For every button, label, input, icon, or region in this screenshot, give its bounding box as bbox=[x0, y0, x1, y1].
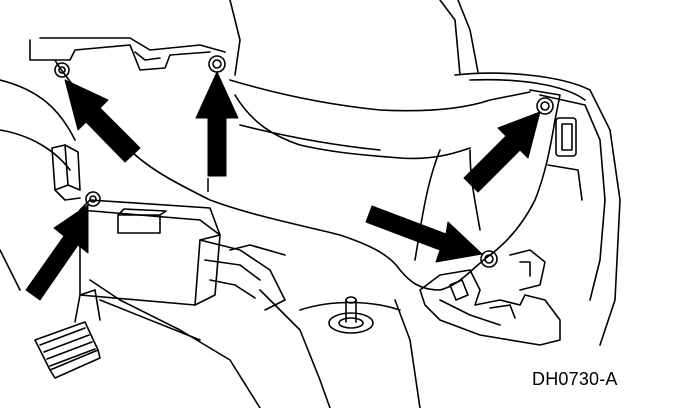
side-trim-panel bbox=[509, 94, 606, 301]
arrow-upper-left bbox=[64, 79, 141, 163]
arrow-upper-center bbox=[195, 71, 239, 177]
fastener-upper-right bbox=[536, 97, 554, 115]
mounting-bracket bbox=[419, 269, 561, 346]
fastener-left bbox=[85, 191, 101, 207]
fastener-upper-left bbox=[54, 62, 70, 78]
console-top-edge bbox=[29, 37, 226, 71]
brake-pedal bbox=[34, 289, 101, 379]
hinge-bracket bbox=[51, 144, 81, 201]
fastener-lower-right bbox=[480, 250, 498, 268]
diagram-code: DH0730-A bbox=[532, 369, 618, 389]
arrow-left bbox=[25, 204, 89, 301]
floor-console-outline bbox=[0, 0, 621, 408]
arrow-upper-right bbox=[463, 111, 541, 193]
steering-column bbox=[328, 296, 374, 334]
fastener-upper-center bbox=[208, 55, 226, 73]
arrow-lower-right bbox=[365, 205, 483, 263]
